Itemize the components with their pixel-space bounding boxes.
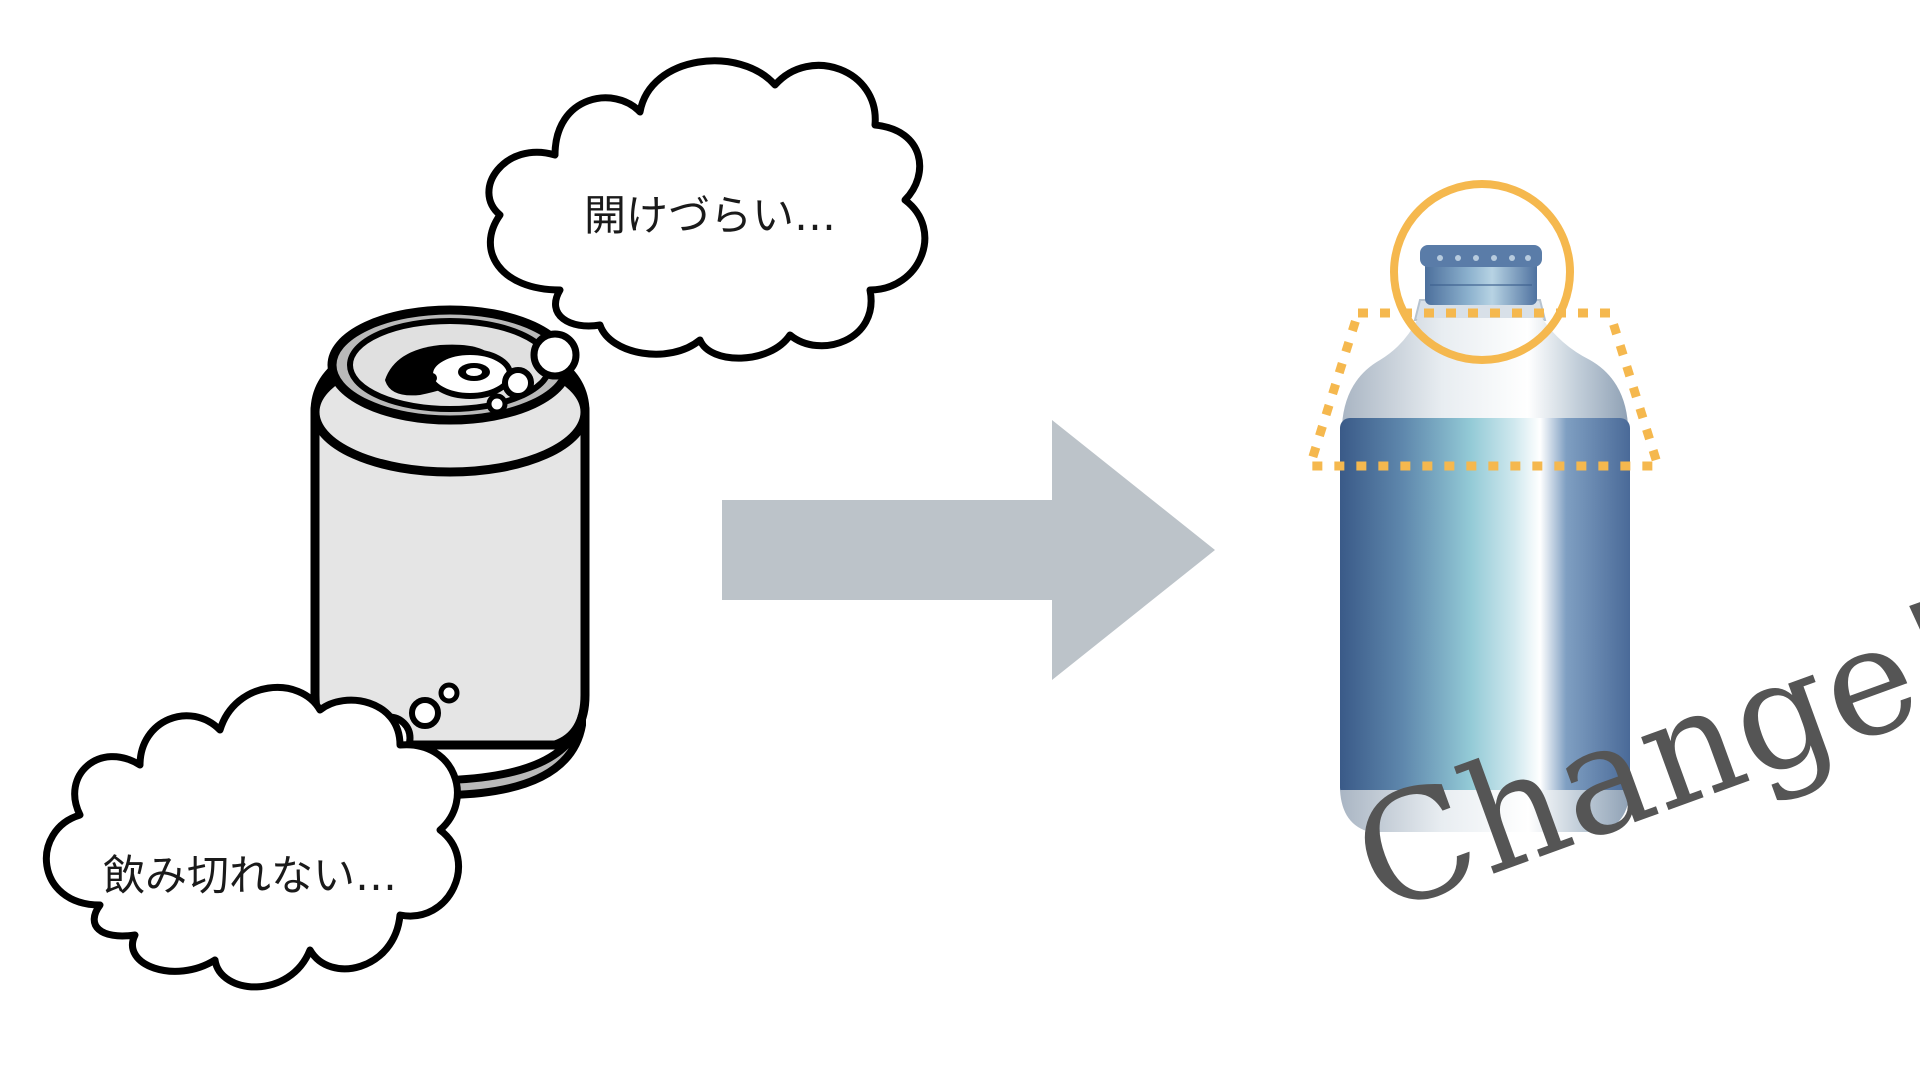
soda-can-icon xyxy=(310,305,590,800)
cap-highlight-circle xyxy=(1390,180,1574,364)
thought-bubble-top: 開けづらい… xyxy=(485,57,929,362)
right-arrow-icon xyxy=(722,420,1215,680)
thought-text-bottom: 飲み切れない… xyxy=(103,851,397,900)
bottle-can-icon xyxy=(1340,245,1630,832)
thought-text-top: 開けづらい… xyxy=(584,191,836,240)
thought-bubble-bottom: 飲み切れない… xyxy=(42,684,462,991)
